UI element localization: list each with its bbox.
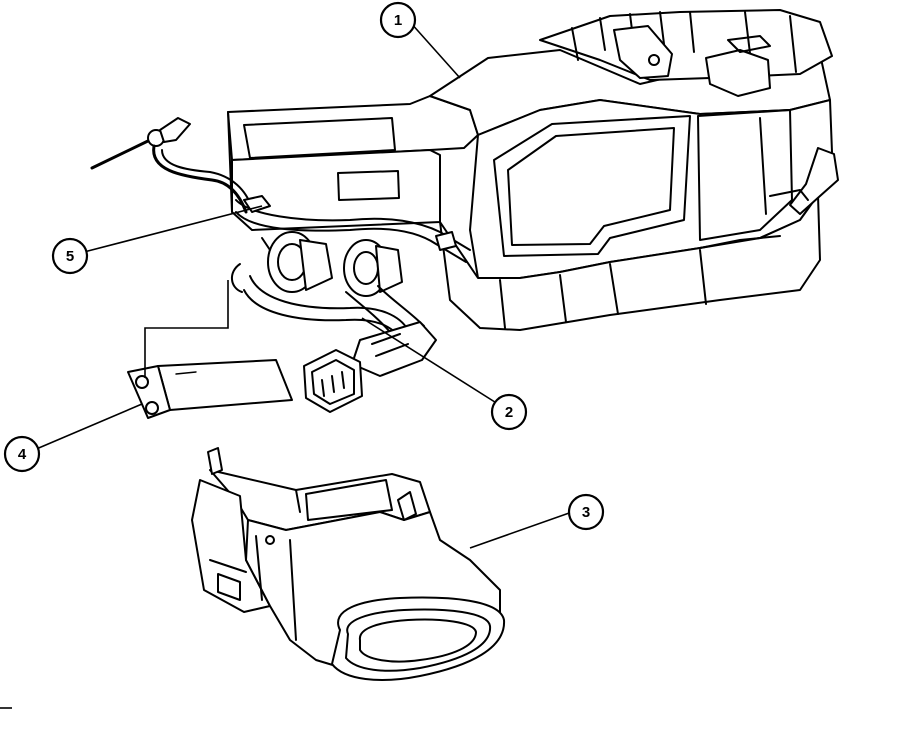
callout-2-label: 2: [505, 404, 513, 421]
callout-1-label: 1: [394, 12, 402, 29]
callout-1: 1: [379, 1, 417, 39]
callout-5: 5: [51, 237, 89, 275]
heater-plenum-housing: [227, 9, 839, 331]
callout-3: 3: [567, 493, 605, 531]
actuator-and-harness: [231, 231, 437, 413]
vacuum-hose-assembly: [90, 117, 471, 263]
callout-4: 4: [3, 435, 41, 473]
callout-4-label: 4: [18, 446, 27, 463]
callout-3-label: 3: [582, 504, 590, 521]
leader-lines: [0, 21, 573, 709]
callout-2: 2: [490, 393, 528, 431]
floor-duct: [191, 447, 506, 681]
heater-core: [127, 359, 293, 419]
callout-5-label: 5: [66, 248, 74, 265]
